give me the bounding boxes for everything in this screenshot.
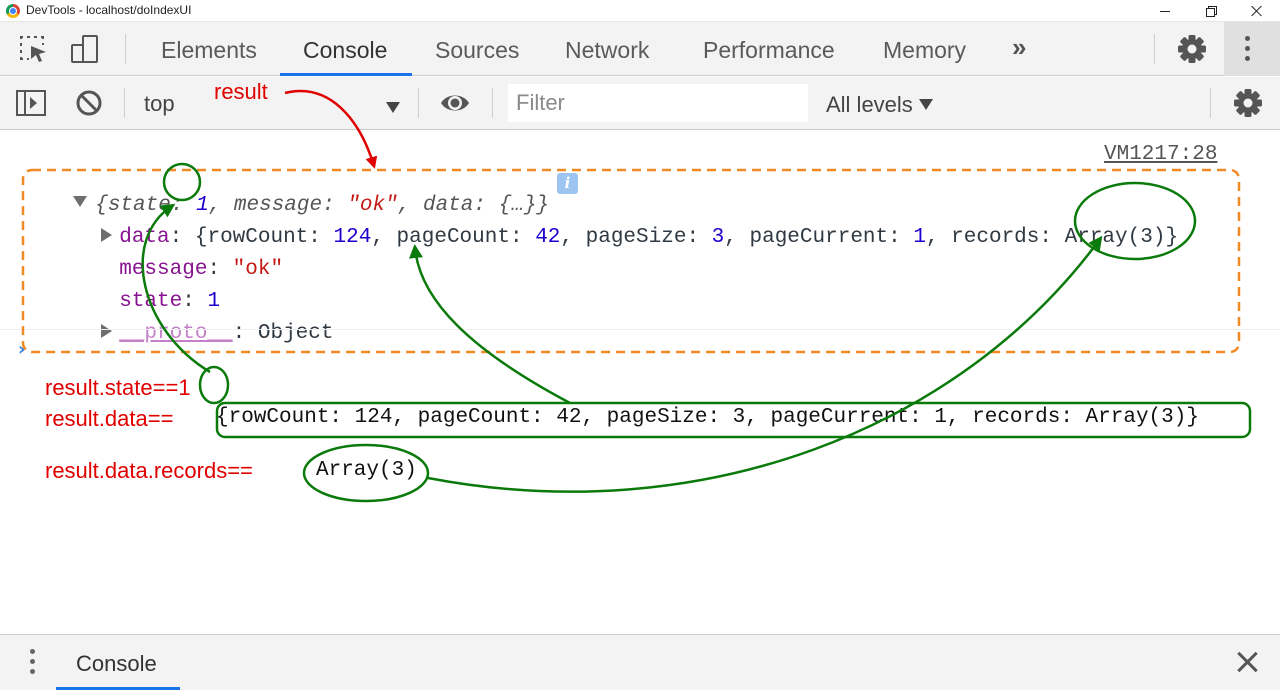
annotation-state-circle xyxy=(198,365,230,405)
data-arrow xyxy=(408,244,571,405)
toolbar-divider xyxy=(418,88,419,118)
annotation-records-value: Array(3) xyxy=(316,459,417,482)
drawer-menu-kebab-icon[interactable] xyxy=(30,649,35,679)
annotation-state-value: 1 xyxy=(178,375,191,400)
log-levels-dropdown[interactable]: All levels xyxy=(826,92,933,118)
info-icon[interactable]: i xyxy=(557,173,578,194)
property-row-proto[interactable]: __proto__: Object xyxy=(76,299,333,345)
log-levels-value: All levels xyxy=(826,92,913,117)
drawer-active-tab-indicator xyxy=(56,687,180,690)
annotation-data-value: {rowCount: 124, pageCount: 42, pageSize:… xyxy=(216,406,1199,429)
context-value: top xyxy=(144,91,175,116)
toolbar-divider xyxy=(492,88,493,118)
window-close-button[interactable] xyxy=(1234,0,1280,22)
caret-down-icon xyxy=(918,98,933,110)
annotation-state-label: result.state==1 xyxy=(45,375,191,400)
property-key: __proto__ xyxy=(119,322,233,345)
window-titlebar: DevTools - localhost/doIndexUI xyxy=(0,0,1280,22)
active-tab-indicator xyxy=(280,73,412,76)
tab-performance[interactable]: Performance xyxy=(703,37,835,63)
drawer-close-icon[interactable] xyxy=(1236,651,1258,673)
annotation-records-label: result.data.records== xyxy=(45,458,253,483)
annotation-result-label: result xyxy=(214,79,268,104)
message-separator xyxy=(0,329,1280,330)
close-icon xyxy=(1251,5,1263,17)
live-expression-eye-icon[interactable] xyxy=(440,88,470,118)
property-value: "ok" xyxy=(232,258,284,281)
clear-console-icon[interactable] xyxy=(74,88,104,118)
restore-button[interactable] xyxy=(1188,0,1234,22)
tab-console[interactable]: Console xyxy=(303,37,388,63)
kebab-menu-icon[interactable] xyxy=(1245,36,1251,62)
source-link[interactable]: VM1217:28 xyxy=(1104,143,1218,166)
main-menu-button[interactable] xyxy=(1224,22,1280,76)
filter-input[interactable] xyxy=(508,84,808,122)
property-value: Object xyxy=(257,322,334,345)
toolbar-divider xyxy=(125,34,126,64)
minimize-icon xyxy=(1160,10,1170,12)
inspect-element-icon[interactable] xyxy=(18,34,48,64)
devtools-main-toolbar: Elements Console Sources Network Perform… xyxy=(0,22,1280,76)
console-drawer: Console xyxy=(0,634,1280,690)
minimize-button[interactable] xyxy=(1142,0,1188,22)
tab-sources[interactable]: Sources xyxy=(435,37,520,63)
restore-icon xyxy=(1206,6,1217,17)
toolbar-divider xyxy=(124,88,125,118)
tab-memory[interactable]: Memory xyxy=(883,37,967,63)
device-toolbar-icon[interactable] xyxy=(70,34,100,64)
console-prompt-chevron-icon[interactable]: › xyxy=(18,339,26,360)
tab-elements[interactable]: Elements xyxy=(161,37,257,63)
console-settings-gear-icon[interactable] xyxy=(1233,88,1263,118)
tab-network[interactable]: Network xyxy=(565,37,650,63)
console-sidebar-icon[interactable] xyxy=(16,88,46,118)
records-value: Array(3) xyxy=(1064,226,1166,249)
gear-icon[interactable] xyxy=(1177,34,1207,64)
more-tabs-chevron-icon[interactable]: » xyxy=(1012,32,1027,62)
window-title: DevTools - localhost/doIndexUI xyxy=(26,3,192,17)
chrome-icon xyxy=(6,4,20,18)
annotation-data-label: result.data== xyxy=(45,406,174,431)
context-selector[interactable]: top xyxy=(140,85,410,121)
collapsed-triangle-icon[interactable] xyxy=(101,324,113,338)
toolbar-divider xyxy=(1154,34,1155,64)
caret-down-icon xyxy=(386,102,400,113)
drawer-tab-console[interactable]: Console xyxy=(76,651,157,676)
toolbar-divider xyxy=(1210,88,1211,118)
records-arrow xyxy=(427,235,1103,493)
